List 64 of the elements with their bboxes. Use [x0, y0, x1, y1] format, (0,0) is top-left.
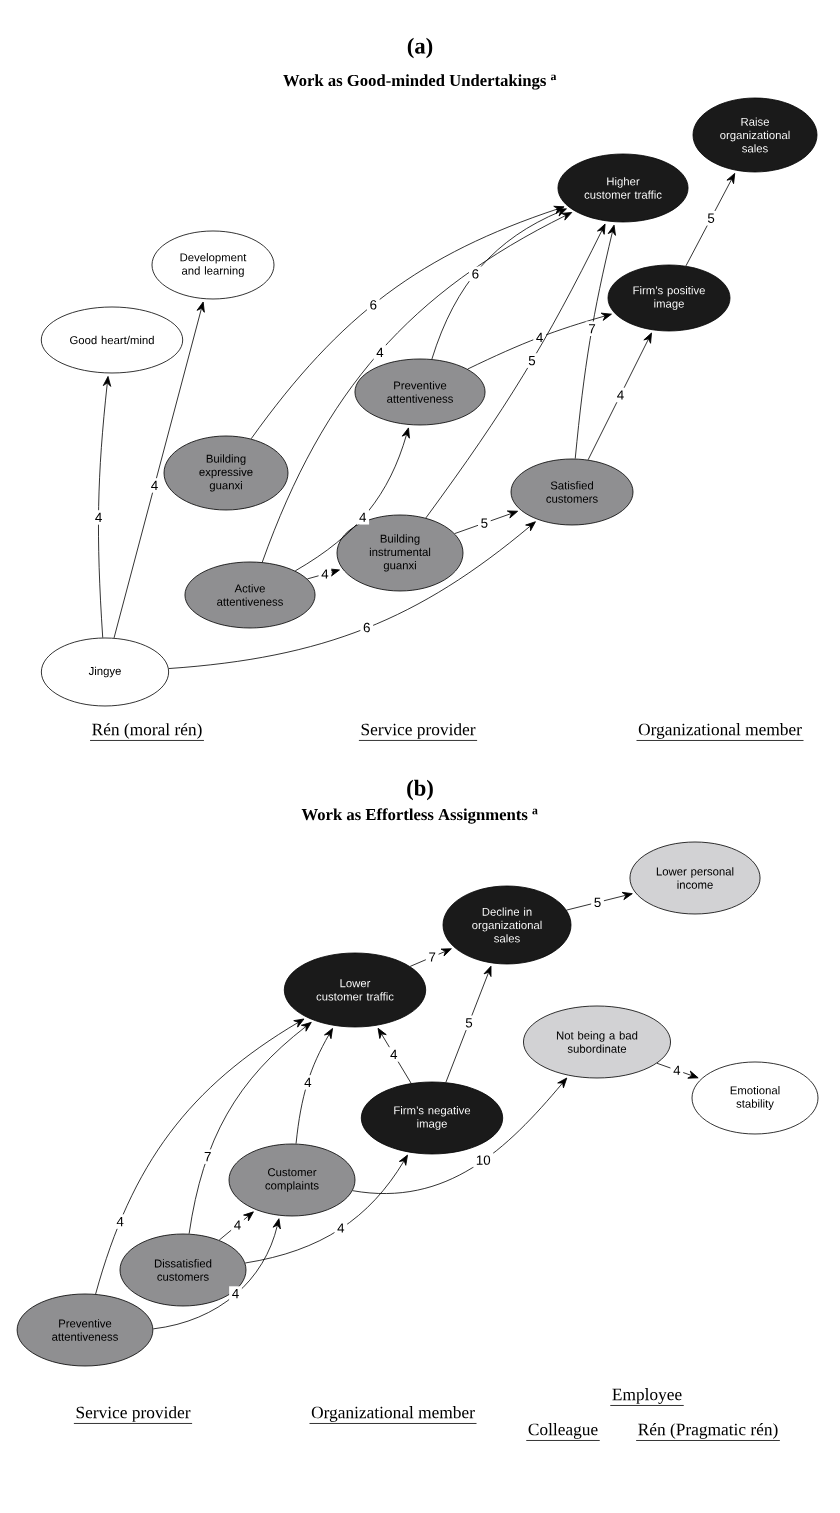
edge-label: 4 [232, 1288, 239, 1299]
column-heading: Employee [609, 1388, 685, 1406]
edge-label: 4 [536, 332, 543, 343]
arrow [445, 965, 492, 1083]
column-heading: Organizational member [636, 723, 804, 741]
column-heading: Service provider [358, 723, 478, 741]
arrow [295, 1028, 333, 1145]
edge-label: 4 [321, 569, 329, 579]
edge-label: 4 [390, 1049, 398, 1059]
column-heading: Service provider [73, 1406, 193, 1424]
edge-label: 5 [528, 355, 536, 366]
edge-label: 5 [707, 213, 715, 223]
column-heading: Colleague [525, 1423, 601, 1441]
arrow [244, 1154, 408, 1264]
edge-label: 4 [151, 480, 158, 490]
arrow [656, 1062, 699, 1079]
arrow [95, 1018, 305, 1295]
edge-label: 7 [204, 1152, 211, 1162]
edge-label: 5 [481, 518, 488, 528]
arrow [425, 223, 606, 519]
arrow [250, 205, 565, 440]
arrow [98, 376, 112, 638]
edge-label: 7 [589, 324, 596, 334]
edge-label: 6 [363, 622, 370, 633]
arrow [113, 301, 205, 639]
arrow [218, 1211, 254, 1241]
edge-label: 4 [337, 1223, 345, 1233]
arrow [261, 212, 573, 563]
arrow [574, 224, 616, 460]
edge-label: 4 [234, 1220, 241, 1230]
edge-label: 5 [465, 1018, 473, 1028]
arrow [566, 891, 633, 911]
arrow [294, 427, 410, 572]
edge-label: 4 [376, 347, 384, 357]
arrow [454, 510, 519, 534]
edge-label: 10 [476, 1155, 491, 1165]
arrow [467, 312, 612, 370]
column-heading: Rén (Pragmatic rén) [635, 1423, 781, 1441]
arrow [685, 173, 736, 267]
edge-label: 4 [617, 390, 624, 400]
arrow [188, 1021, 312, 1235]
arrow [409, 948, 452, 967]
arrow [307, 568, 340, 580]
edge-label: 4 [95, 512, 102, 523]
edge-label: 4 [116, 1217, 124, 1227]
arrow [352, 1077, 568, 1194]
edge-label: 4 [673, 1065, 681, 1075]
column-heading: Rén (moral rén) [89, 723, 205, 741]
arrow [377, 1027, 412, 1084]
edge-label: 4 [304, 1077, 312, 1087]
arrow [431, 208, 567, 360]
edge-label: 7 [429, 952, 436, 962]
arrow [168, 521, 536, 669]
column-heading: Organizational member [309, 1406, 477, 1424]
panel-title: Work as Good-minded Undertakings $^{a}$ [283, 74, 557, 90]
panel-label: (a) [407, 37, 433, 59]
arrow [587, 332, 652, 461]
edge-label: 6 [472, 269, 479, 279]
panel-label: (b) [407, 779, 433, 801]
edge-label: 6 [370, 300, 377, 310]
panel-title: Work as Effortless Assignments $^{a}$ [301, 808, 538, 824]
edge-label: 5 [594, 897, 601, 907]
arrow [152, 1218, 281, 1330]
edge-label: 4 [359, 512, 367, 522]
